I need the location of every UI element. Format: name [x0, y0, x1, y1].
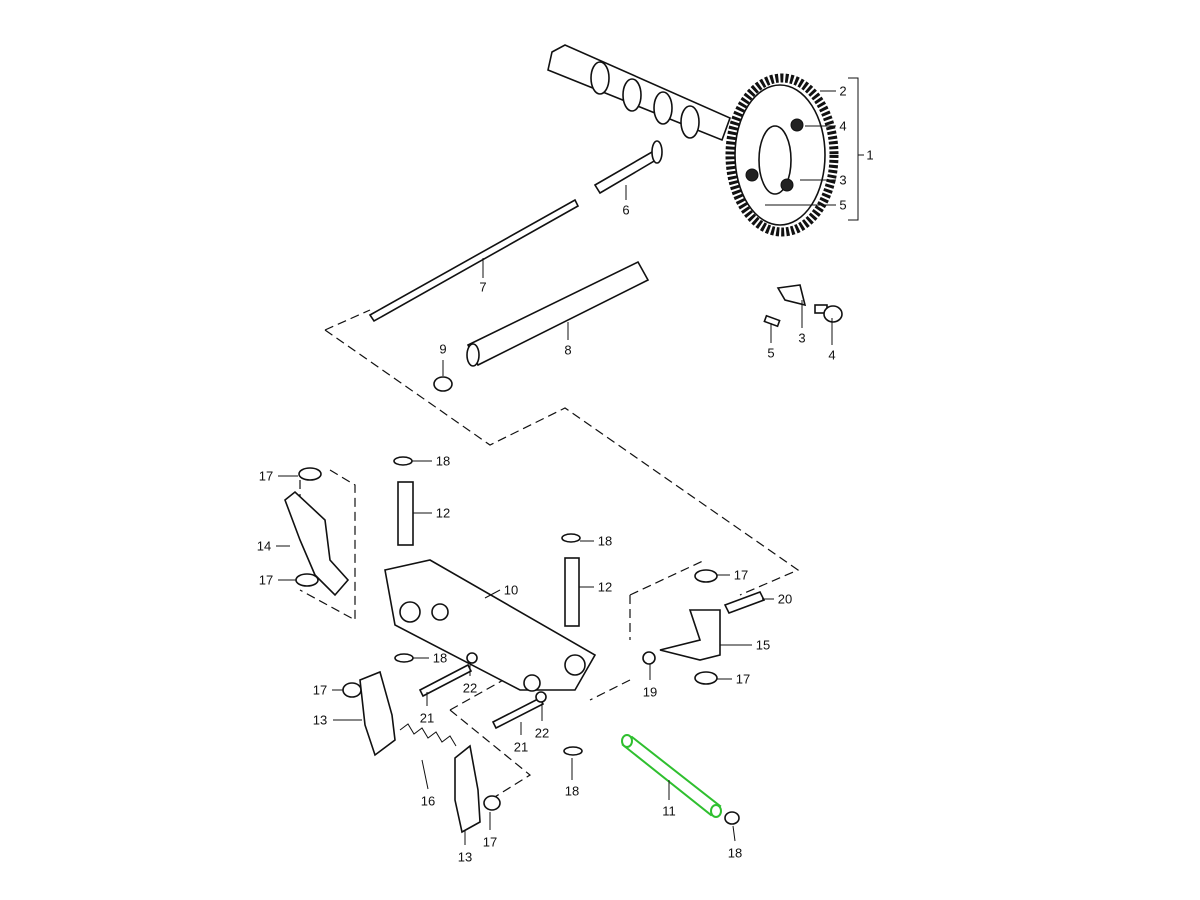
rocker-shaft-pin	[564, 557, 580, 627]
bolt	[491, 696, 545, 730]
part-label-2: 2	[839, 83, 847, 99]
part-label-17: 17	[258, 572, 274, 588]
part-label-15: 15	[755, 637, 771, 653]
push-rod-tube	[466, 260, 650, 367]
circlip	[563, 746, 583, 756]
part-label-18: 18	[435, 453, 451, 469]
part-label-9: 9	[439, 341, 447, 357]
circlip	[724, 811, 740, 825]
part-label-3: 3	[798, 330, 806, 346]
part-label-18: 18	[432, 650, 448, 666]
part-label-17: 17	[735, 671, 751, 687]
part-label-4: 4	[839, 118, 847, 134]
rocker-arm	[659, 609, 721, 661]
pin	[763, 314, 781, 328]
rocker-shaft-pin	[397, 481, 414, 546]
part-label-22: 22	[462, 680, 478, 696]
part-label-4: 4	[828, 347, 836, 363]
part-label-13: 13	[457, 849, 473, 865]
part-label-10: 10	[503, 582, 519, 598]
circlip	[561, 533, 581, 543]
part-label-18: 18	[564, 783, 580, 799]
part-label-11: 11	[662, 803, 676, 819]
washer	[342, 682, 362, 698]
rocker-shaft-carrier	[384, 559, 597, 692]
part-label-18: 18	[597, 533, 613, 549]
part-label-21: 21	[419, 710, 435, 726]
circlip	[394, 653, 414, 663]
rocker-shaft	[621, 734, 722, 818]
rocker-arm	[454, 744, 481, 834]
part-label-1: 1	[866, 147, 874, 163]
part-label-8: 8	[564, 342, 572, 358]
rocker-arm	[284, 490, 350, 597]
part-label-12: 12	[597, 579, 613, 595]
part-label-14: 14	[256, 538, 272, 554]
part-label-5: 5	[839, 197, 847, 213]
part-label-16: 16	[420, 793, 436, 809]
adjusting-screw	[723, 591, 766, 614]
part-label-21: 21	[513, 739, 529, 755]
spring	[399, 723, 457, 747]
camshaft	[547, 44, 732, 142]
part-label-20: 20	[777, 591, 793, 607]
part-label-6: 6	[622, 202, 630, 218]
nut	[535, 691, 547, 703]
seal-ring	[433, 376, 453, 392]
nut	[642, 651, 656, 665]
washer	[483, 795, 501, 811]
washer	[298, 467, 322, 481]
circlip	[393, 456, 413, 466]
part-label-18: 18	[727, 845, 743, 861]
part-label-7: 7	[479, 279, 487, 295]
rocker-arm	[359, 670, 396, 757]
part-label-12: 12	[435, 505, 451, 521]
bolt	[814, 304, 843, 323]
washer	[694, 671, 718, 685]
camshaft-group-outline	[324, 309, 800, 596]
rocker-group-outline-right	[589, 559, 706, 701]
cam-gear	[725, 73, 839, 237]
part-label-17: 17	[733, 567, 749, 583]
bolt	[418, 663, 473, 698]
push-rod	[368, 198, 580, 323]
part-label-17: 17	[258, 468, 274, 484]
part-label-5: 5	[767, 345, 775, 361]
part-label-17: 17	[482, 834, 498, 850]
part-label-3: 3	[839, 172, 847, 188]
leader-lines	[276, 77, 864, 845]
lock-plate	[776, 284, 807, 307]
part-label-17: 17	[312, 682, 328, 698]
washer	[694, 569, 718, 583]
part-label-22: 22	[534, 725, 550, 741]
part-label-13: 13	[312, 712, 328, 728]
nut	[466, 652, 478, 664]
part-label-19: 19	[642, 684, 658, 700]
valve-lifter	[593, 140, 663, 195]
